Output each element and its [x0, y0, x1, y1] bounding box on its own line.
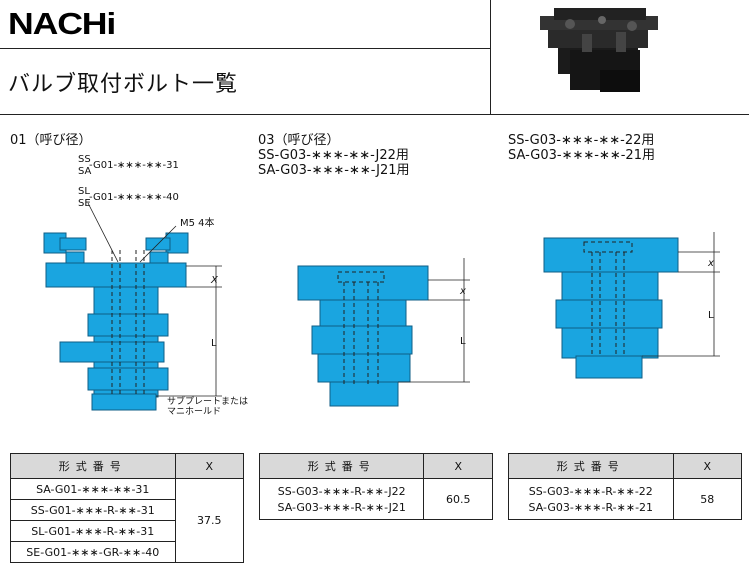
- section3-caption-2: SA-G03-∗∗∗-∗∗-21用: [508, 148, 655, 163]
- table-header-x: X: [423, 453, 493, 479]
- table-03-j: 形式番号 X SS-G03-∗∗∗-R-∗∗-J22 60.5 SA-G03-∗…: [258, 453, 493, 520]
- header-vertical-rule: [490, 0, 491, 115]
- label-se: SE: [78, 198, 91, 209]
- table-header-x: X: [672, 453, 743, 479]
- bolt-note: M5 4本: [180, 218, 215, 229]
- table-header-x: X: [174, 453, 244, 479]
- table-row: SA-G01-∗∗∗-∗∗-31: [10, 478, 176, 500]
- section2-caption-2: SS-G03-∗∗∗-∗∗-J22用: [258, 148, 409, 163]
- table-header-model: 形式番号: [10, 453, 176, 479]
- label-sa: SA: [78, 166, 92, 177]
- dim-x-1: X: [211, 275, 218, 286]
- nachi-logo: NACHi: [8, 6, 116, 41]
- dim-x-2: x: [460, 286, 466, 297]
- x-value: 60.5: [423, 478, 493, 520]
- table-header-model: 形式番号: [508, 453, 674, 479]
- table-03: 形式番号 X SS-G03-∗∗∗-R-∗∗-22 58 SA-G03-∗∗∗-…: [508, 453, 743, 520]
- table-row: SS-G01-∗∗∗-R-∗∗-31: [10, 499, 176, 521]
- section1-caption: 01（呼び径）: [10, 133, 92, 148]
- label-ss: SS: [78, 154, 91, 165]
- valve-drawing-01: [43, 202, 222, 411]
- subplate-note-line1: サブプレートまたは: [167, 397, 249, 407]
- page-title: バルブ取付ボルト一覧: [8, 72, 239, 97]
- dim-l-1: L: [211, 338, 217, 349]
- header-divider: [0, 48, 490, 49]
- section2-caption-3: SA-G03-∗∗∗-∗∗-J21用: [258, 163, 410, 178]
- x-value: 37.5: [174, 478, 244, 563]
- table-row: SS-G03-∗∗∗-R-∗∗-22: [508, 478, 674, 499]
- code-ss-sa: -G01-∗∗∗-∗∗-31: [89, 160, 179, 171]
- valve-drawing-03-j: [297, 258, 470, 407]
- valve-drawing-03: [543, 232, 720, 379]
- header-bottom-rule: [0, 114, 749, 115]
- table-row: SE-G01-∗∗∗-GR-∗∗-40: [10, 541, 176, 563]
- section3-caption-1: SS-G03-∗∗∗-∗∗-22用: [508, 133, 655, 148]
- label-sl: SL: [78, 186, 90, 197]
- table-01: 形式番号 X SA-G01-∗∗∗-∗∗-31 37.5 SS-G01-∗∗∗-…: [10, 453, 244, 563]
- table-row: SA-G03-∗∗∗-R-∗∗-21: [508, 499, 674, 520]
- table-row: SA-G03-∗∗∗-R-∗∗-J21: [258, 499, 425, 520]
- table-header-model: 形式番号: [258, 453, 425, 479]
- table-row: SS-G03-∗∗∗-R-∗∗-J22: [258, 478, 425, 499]
- x-value: 58: [672, 478, 743, 520]
- dim-l-3: L: [708, 310, 714, 321]
- section2-caption-1: 03（呼び径）: [258, 133, 340, 148]
- subplate-note-line2: マニホールド: [167, 407, 222, 417]
- code-sl-se: -G01-∗∗∗-∗∗-40: [89, 192, 179, 203]
- dim-x-3: x: [708, 258, 714, 269]
- subplate-note: サブプレートまたは マニホールド: [167, 397, 248, 417]
- dim-l-2: L: [460, 336, 466, 347]
- table-row: SL-G01-∗∗∗-R-∗∗-31: [10, 520, 176, 542]
